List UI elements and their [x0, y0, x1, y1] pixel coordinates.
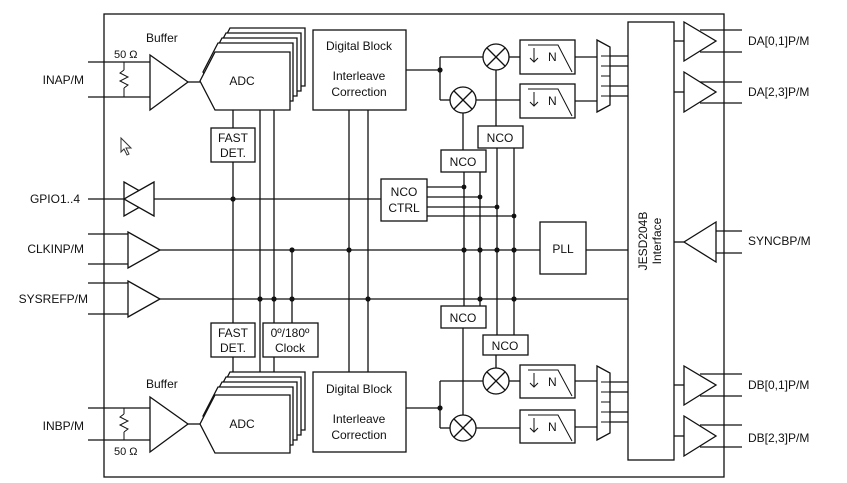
sync-receiver	[682, 220, 717, 264]
driver-da01	[683, 20, 718, 63]
jesd-interface-block	[627, 21, 675, 461]
driver-da23	[683, 70, 718, 114]
nco-block-3	[440, 305, 487, 329]
pll-label: PLL	[552, 242, 574, 256]
svg-text:N: N	[548, 375, 557, 389]
driver-db01	[683, 364, 718, 407]
nco-block-4-label: NCO	[492, 339, 519, 353]
inbp-label: INBP/M	[43, 419, 84, 433]
resistor-bottom-label: 50 Ω	[114, 446, 138, 458]
top-channel: INAP/M 50 Ω Buffer ADC Digital Block Int…	[43, 27, 628, 119]
db23-label: DB[2,3]P/M	[748, 431, 809, 445]
decimation-filter-top-1: N	[519, 39, 576, 75]
nco-block-1-label: NCO	[487, 131, 514, 145]
sysref-row: SYSREFP/M	[19, 279, 628, 319]
clock-phase-line2: Clock	[275, 341, 306, 355]
mixer-bottom-1	[482, 367, 510, 395]
digital-top-line1: Interleave	[333, 69, 386, 83]
nco-block-1	[477, 125, 524, 149]
nco-block-2	[440, 149, 487, 173]
svg-text:N: N	[548, 50, 557, 64]
buffer-top	[149, 53, 190, 112]
mixer-top-1	[482, 43, 510, 71]
mixer-bottom-2	[449, 414, 477, 442]
nco-ctrl-line1: NCO	[391, 185, 418, 199]
nco-ctrl-block	[380, 178, 428, 222]
termination-resistor-top	[118, 62, 130, 97]
resistor-top-label: 50 Ω	[114, 49, 138, 61]
inap-label: INAP/M	[43, 73, 84, 87]
digital-top-title: Digital Block	[326, 39, 393, 53]
nco-block-2-label: NCO	[450, 155, 477, 169]
chip-outline	[103, 13, 725, 478]
digital-bottom-title: Digital Block	[326, 382, 393, 396]
jesd-line1: JESD204B	[636, 212, 650, 271]
digital-top-line2: Correction	[331, 85, 386, 99]
clkinp-label: CLKINP/M	[27, 242, 84, 256]
decimation-filter-bottom-1: N	[519, 364, 576, 399]
db01-label: DB[0,1]P/M	[748, 378, 809, 392]
clock-phase-line1: 0º/180º	[271, 326, 310, 340]
buffer-top-label: Buffer	[146, 31, 178, 45]
fast-detect-bottom	[210, 322, 256, 358]
adc-stack-top	[199, 27, 306, 111]
clock-buffer	[127, 230, 162, 270]
buffer-bottom-label: Buffer	[146, 377, 178, 391]
pll-block	[539, 221, 587, 275]
bottom-channel: INBP/M 50 Ω Buffer ADC Digital Block Int…	[43, 364, 628, 458]
fast-detect-top-line2: DET.	[220, 146, 246, 160]
termination-resistor-bottom	[118, 408, 130, 440]
digital-bottom-line2: Correction	[331, 428, 386, 442]
clock-phase-block	[262, 322, 319, 358]
vertical-buses	[232, 70, 515, 415]
svg-text:N: N	[548, 94, 557, 108]
adc-stack-bottom	[199, 371, 306, 454]
nco-ctrl-line2: CTRL	[388, 201, 420, 215]
buffer-bottom	[149, 395, 190, 454]
sysref-buffer	[127, 279, 162, 319]
mixer-top-2	[449, 86, 477, 114]
nco-block-4	[482, 334, 529, 356]
output-drivers: DA[0,1]P/M DA[2,3]P/M SYNCBP/M DB[0,1]P/…	[674, 20, 811, 458]
decimation-filter-top-2: N	[519, 83, 576, 119]
digital-bottom-line1: Interleave	[333, 412, 386, 426]
gpio-label: GPIO1..4	[30, 192, 80, 206]
nco-block-3-label: NCO	[450, 311, 477, 325]
da23-label: DA[2,3]P/M	[748, 85, 809, 99]
adc-bottom-label: ADC	[229, 417, 255, 431]
adc-top-label: ADC	[229, 74, 255, 88]
fast-detect-top-line1: FAST	[218, 131, 249, 145]
decimation-filter-bottom-2: N	[519, 409, 576, 444]
fast-detect-bottom-line1: FAST	[218, 326, 249, 340]
mouse-cursor-icon	[120, 136, 133, 156]
svg-text:N: N	[548, 420, 557, 434]
digital-block-bottom	[312, 371, 407, 453]
gpio-row: GPIO1..4	[30, 180, 381, 218]
fast-detect-bottom-line2: DET.	[220, 341, 246, 355]
mux-bottom	[596, 364, 611, 442]
driver-db23	[683, 414, 718, 458]
sysrefp-label: SYSREFP/M	[19, 292, 88, 306]
clkin-row: CLKINP/M PLL	[27, 221, 628, 275]
jesd-line2: Interface	[650, 217, 664, 264]
syncbp-label: SYNCBP/M	[748, 234, 811, 248]
da01-label: DA[0,1]P/M	[748, 34, 809, 48]
